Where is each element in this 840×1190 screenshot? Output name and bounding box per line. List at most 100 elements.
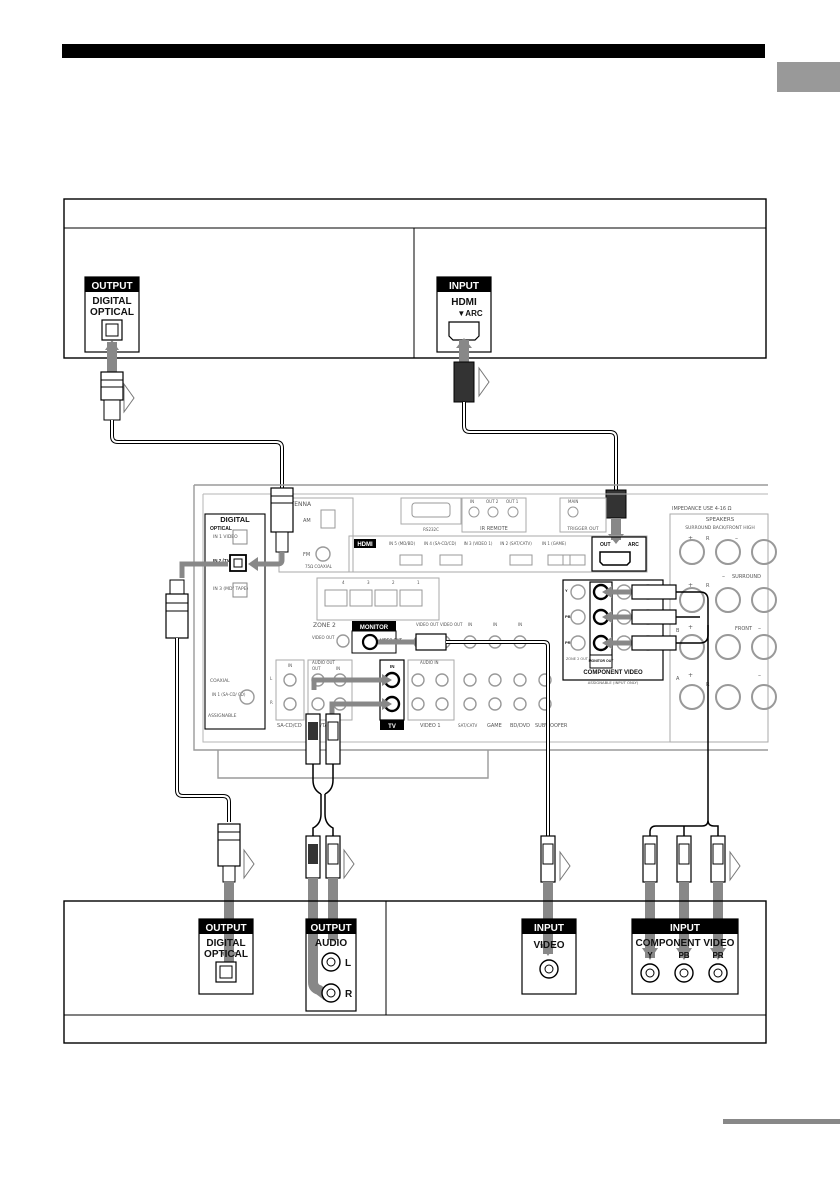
md-tape-label: MD/TAPE [312, 723, 334, 729]
video-in-1-label: IN [468, 622, 472, 627]
fm-label: FM [303, 552, 310, 558]
bottom-component-title: INPUT [670, 923, 700, 934]
bottom-optical-line1: DIGITAL [206, 938, 245, 949]
coaxial-label: COAXIAL [210, 678, 230, 684]
spk-minus-4: – [758, 672, 761, 679]
optical-cable-bottom [165, 561, 255, 964]
antenna-label: ANTENNA [282, 501, 312, 508]
bottom-video-line1: VIDEO [533, 940, 564, 951]
trigger-main-label: MAIN [568, 499, 578, 504]
header-rule [62, 44, 765, 58]
receiver-hdmi-label: HDMI [357, 542, 373, 548]
spk-r-2: R [706, 583, 710, 589]
top-hdmi-line2: ▼ARC [457, 309, 482, 318]
assignable-label: ASSIGNABLE [208, 713, 237, 719]
in3-label: IN 3 (MD/ TAPE) [213, 586, 249, 592]
audio-cable [305, 674, 392, 1000]
bottom-component-y: Y [647, 951, 653, 960]
top-optical-output-panel: OUTPUT DIGITAL OPTICAL [84, 276, 140, 353]
receiver-comp-pb-label: PB [565, 614, 571, 619]
subwoofer-label: SUBWOOFER [535, 723, 568, 729]
spk-minus-1: – [735, 535, 738, 542]
sacd-r-label: R [270, 700, 273, 705]
bottom-component-line1: COMPONENT VIDEO [636, 938, 735, 949]
assignable-input-only-label: ASSIGNABLE (INPUT ONLY) [588, 680, 639, 685]
top-hdmi-title: INPUT [449, 281, 479, 292]
front-a-label: A [676, 676, 680, 682]
component-cable [602, 584, 741, 960]
bottom-component-input-panel: INPUT COMPONENT VIDEO Y PB PR [631, 918, 739, 995]
top-device-box [63, 198, 767, 359]
lan-3-label: 3 [367, 580, 370, 585]
video-in-2-label: IN [493, 622, 497, 627]
top-optical-title: OUTPUT [91, 281, 132, 292]
lan-1-label: 1 [417, 580, 420, 585]
coax-in-label: IN 1 (SA-CD/ CD) [212, 692, 246, 697]
video-out-label: VIDEO OUT [440, 622, 463, 627]
receiver-comp-y-label: Y [565, 588, 568, 593]
spk-plus-4: + [688, 672, 693, 679]
bottom-optical-line2: OPTICAL [204, 949, 248, 960]
ir-in-label: IN [470, 499, 474, 504]
bottom-optical-output-panel: OUTPUT DIGITAL OPTICAL [198, 918, 254, 995]
bottom-audio-r: R [345, 989, 353, 1000]
spk-minus-3: – [758, 625, 761, 632]
front-b-label: B [676, 628, 680, 634]
bottom-optical-title: OUTPUT [205, 923, 246, 934]
game-label: GAME [487, 723, 502, 729]
surround-label: SURROUND [732, 574, 761, 580]
comp-zone2-out-label: ZONE 2 OUT [566, 657, 589, 661]
spk-minus-2: – [722, 573, 725, 580]
top-optical-cable [100, 340, 284, 488]
monitor-label: MONITOR [360, 625, 389, 631]
bottom-device-box [63, 900, 767, 1044]
in1-video-label: IN 1 VIDEO [213, 534, 238, 540]
front-label: FRONT [735, 626, 753, 632]
lan-2-label: 2 [392, 580, 395, 585]
continued-rule [723, 1119, 840, 1124]
bottom-audio-output-panel: OUTPUT AUDIO L R [305, 918, 357, 1012]
lan-4-label: 4 [342, 580, 345, 585]
receiver-comp-pr-label: PR [565, 640, 571, 645]
md-in-label: IN [336, 666, 340, 671]
optical-label: OPTICAL [210, 526, 232, 532]
ir-out2-label: OUT 2 [486, 499, 499, 504]
hdmi-in3-label: IN 3 (VIDEO 1) [464, 541, 493, 546]
hdmi-out-label: OUT [600, 542, 611, 548]
bottom-video-input-panel: INPUT VIDEO [521, 918, 577, 995]
bottom-component-pr: PR [712, 951, 723, 960]
surround-back-label: SURROUND BACK/FRONT HIGH [685, 525, 755, 531]
rs232c-label: RS232C [423, 527, 439, 532]
zone2-video-out2-label: VIDEO OUT [416, 622, 439, 627]
md-audio-out-label: AUDIO OUT [312, 660, 335, 665]
hdmi-in4-label: IN 4 (SA-CD/CD) [424, 541, 457, 546]
in2-tv-label: IN 2 (TV) [213, 558, 232, 563]
receiver-component-video-label: COMPONENT VIDEO [583, 670, 643, 676]
sacd-in-label: IN [288, 663, 292, 668]
fm-sub-label: 75Ω COAXIAL [305, 564, 333, 569]
zone2-video-out-label: VIDEO OUT [312, 635, 335, 640]
impedance-label: IMPEDANCE USE 4-16 Ω [672, 506, 732, 512]
top-optical-line1: DIGITAL [92, 296, 131, 307]
video-in-3-label: IN [518, 622, 522, 627]
spk-plus-2: + [688, 582, 693, 589]
ir-remote-label: IR REMOTE [480, 526, 508, 532]
digital-label: DIGITAL [220, 515, 250, 524]
ir-out1-label: OUT 1 [506, 499, 519, 504]
receiver-rear-panel: DIGITAL OPTICAL IN 1 VIDEO IN 2 (TV) IN … [193, 484, 777, 779]
hdmi-arc-label: ARC [628, 542, 639, 548]
sacd-label: SA-CD/CD [277, 723, 302, 729]
am-label: AM [303, 518, 311, 524]
trigger-out-label: TRIGGER OUT [566, 526, 598, 532]
md-out-label: OUT [312, 666, 321, 671]
tv-in-label: IN [390, 664, 395, 669]
top-hdmi-line1: HDMI [451, 297, 477, 308]
spk-r-1: R [706, 536, 710, 542]
sacd-l-label: L [270, 676, 273, 681]
video-cable [378, 633, 571, 956]
hdmi-in2-label: IN 2 (SAT/CATV) [500, 541, 532, 546]
bottom-video-title: INPUT [534, 923, 564, 934]
video1-audio-in-label: AUDIO IN [420, 660, 439, 665]
video1-label: VIDEO 1 [420, 723, 441, 729]
